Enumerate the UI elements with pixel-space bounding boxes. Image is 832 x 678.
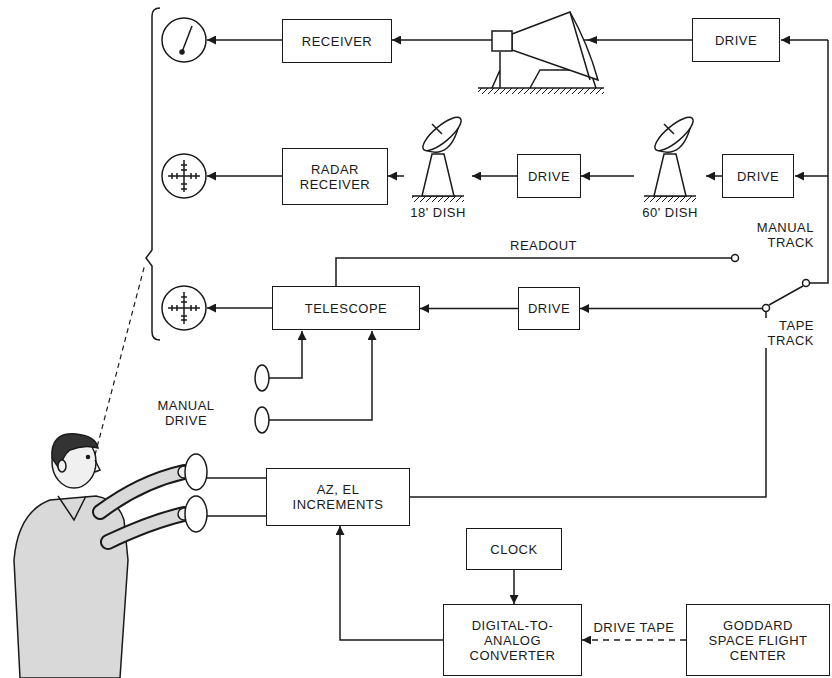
signal-label: TAPE TRACK — [752, 318, 816, 348]
operator-figure — [14, 434, 190, 678]
operator-knobs — [185, 454, 266, 532]
telescope-reticle-display — [162, 286, 206, 330]
signal-label: MANUAL DRIVE — [148, 398, 224, 428]
operator-figure — [95, 460, 100, 472]
display-feed-arrows — [207, 40, 282, 308]
process-box: DRIVE — [518, 287, 580, 330]
process-box: DRIVE — [517, 154, 581, 198]
process-box: TELESCOPE — [272, 286, 420, 330]
horn-antenna — [512, 12, 598, 80]
manual-drive-knobs — [255, 365, 269, 391]
process-box: DIGITAL-TO-ANALOG CONVERTER — [443, 604, 582, 676]
process-box: DRIVE — [722, 154, 794, 198]
process-box: RADAR RECEIVER — [282, 148, 388, 205]
dish-antenna: 60' DISH — [634, 110, 706, 222]
radar-scope-display — [162, 154, 206, 198]
track-switch — [769, 286, 803, 305]
radar-scope-display — [168, 160, 200, 192]
readout-line — [336, 258, 731, 286]
signal-connector — [340, 526, 443, 640]
display-bracket — [146, 8, 160, 340]
signal-connector — [388, 175, 404, 177]
display-feed-arrows — [207, 175, 282, 177]
operator-figure — [108, 514, 184, 542]
process-box: AZ, EL INCREMENTS — [266, 468, 410, 526]
signal-connector — [581, 175, 634, 177]
track-bus — [781, 39, 828, 41]
meter-display — [182, 26, 192, 52]
manual-drive-knobs — [269, 331, 302, 378]
box-label: RADAR RECEIVER — [293, 162, 377, 192]
box-label: RECEIVER — [302, 34, 372, 49]
box-label: 18' DISH — [410, 205, 466, 220]
box-label: GODDARD SPACE FLIGHT CENTER — [706, 618, 810, 663]
display-feed-arrows — [207, 39, 282, 41]
signal-connector — [582, 639, 686, 641]
dish-antenna — [644, 112, 698, 202]
operator-figure — [87, 456, 90, 459]
signal-label: MANUAL TRACK — [740, 220, 816, 250]
signal-connector — [410, 309, 766, 498]
connector-label: DRIVE TAPE — [591, 620, 676, 635]
horn-antenna — [478, 87, 604, 89]
signal-connector — [472, 175, 517, 177]
operator-knobs — [185, 454, 207, 490]
box-label: TELESCOPE — [305, 301, 388, 316]
box-label: DRIVE — [528, 301, 570, 316]
manual-drive-knobs — [255, 331, 372, 433]
box-label: CLOCK — [490, 542, 537, 557]
signal-connector — [420, 308, 518, 310]
meter-display — [180, 50, 184, 54]
track-switch — [732, 255, 810, 312]
signal-label: READOUT — [508, 238, 602, 253]
track-switch — [763, 305, 770, 312]
manual-drive-knobs — [255, 407, 269, 433]
operator-figure — [14, 496, 128, 678]
box-label: DRIVE — [737, 169, 779, 184]
signal-connector — [706, 175, 722, 177]
display-bracket — [146, 8, 160, 340]
operator-figure — [100, 472, 184, 512]
signal-connector — [513, 570, 515, 604]
operator-figure — [100, 472, 184, 512]
manual-drive-knobs — [269, 331, 372, 420]
box-label: DRIVE — [715, 33, 757, 48]
sight-line — [95, 264, 145, 455]
meter-display — [162, 18, 206, 62]
box-label: DRIVE — [528, 169, 570, 184]
sight-line — [95, 264, 145, 455]
readout-line — [336, 258, 731, 286]
horn-antenna — [587, 36, 597, 44]
horn-antenna — [570, 12, 590, 80]
telescope-reticle-display — [162, 286, 206, 330]
box-label: 60' DISH — [642, 205, 698, 220]
box-label: DIGITAL-TO-ANALOG CONVERTER — [461, 618, 565, 663]
operator-knobs — [185, 496, 207, 532]
box-label: AZ, EL INCREMENTS — [288, 482, 388, 512]
process-box: CLOCK — [466, 528, 562, 570]
horn-antenna — [478, 12, 604, 94]
process-box: RECEIVER — [282, 19, 392, 63]
operator-figure — [58, 496, 86, 520]
track-switch — [803, 280, 810, 287]
track-switch — [732, 255, 739, 262]
radar-scope-display — [162, 154, 206, 198]
process-box: GODDARD SPACE FLIGHT CENTER — [686, 604, 830, 676]
dish-antenna: 18' DISH — [404, 110, 472, 222]
operator-figure — [108, 514, 184, 542]
operator-figure — [58, 460, 66, 472]
operator-knobs — [207, 478, 266, 516]
horn-antenna — [492, 31, 512, 51]
display-feed-arrows — [207, 307, 272, 309]
dish-antenna — [412, 112, 466, 202]
meter-display — [162, 18, 206, 62]
track-bus — [795, 175, 828, 177]
process-box: DRIVE — [692, 18, 780, 62]
horn-antenna — [478, 88, 604, 94]
telescope-reticle-display — [168, 292, 200, 324]
